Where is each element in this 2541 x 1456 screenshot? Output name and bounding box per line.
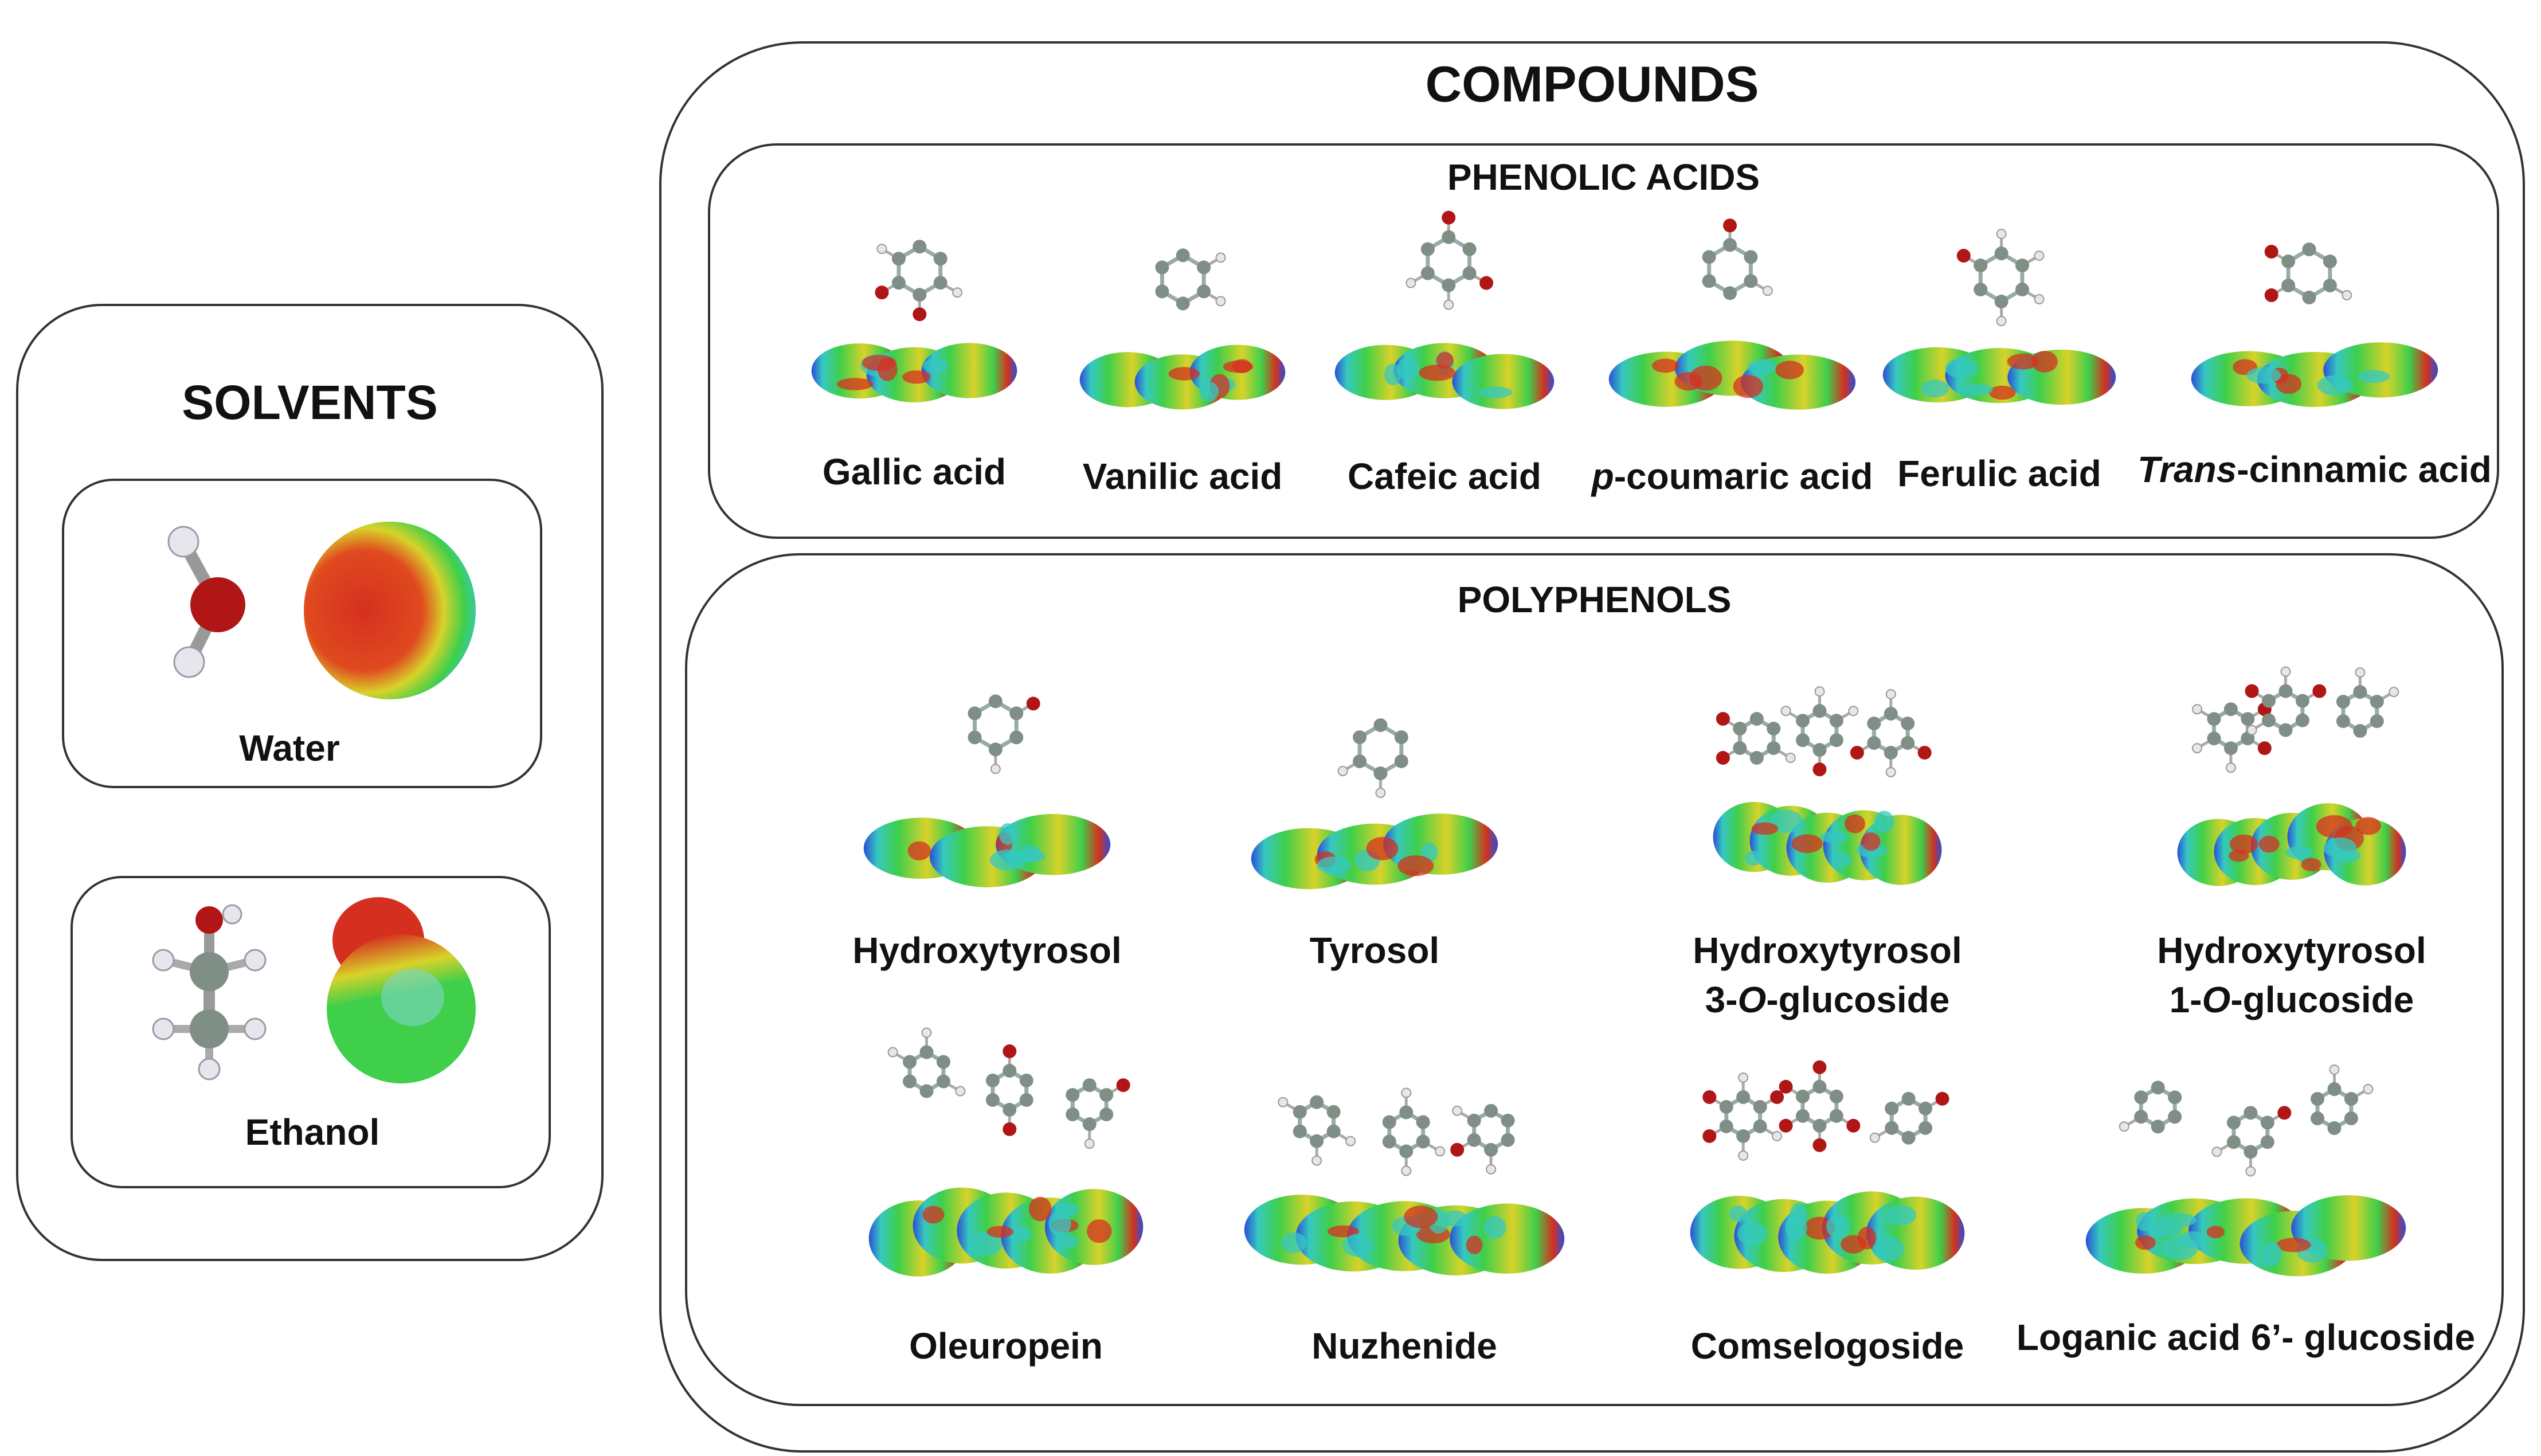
- comselogoside-figure: [1690, 1060, 1965, 1274]
- cafeic-acid-figure: [1334, 210, 1555, 409]
- oleuropein-figure: [868, 1027, 1144, 1277]
- phenolic-acids-panel: PHENOLIC ACIDS: [708, 143, 2499, 539]
- water-esp-surface: [304, 522, 476, 699]
- hydroxytyrosol-3-o-glucoside-figure: [1713, 686, 1942, 885]
- ferulic-acid-figure: [1882, 229, 2116, 405]
- compounds-title: COMPOUNDS: [1425, 56, 1759, 112]
- hydroxytyrosol-label: Hydroxytyrosol: [852, 930, 1122, 971]
- ethanol-esp-surface: [327, 897, 476, 1083]
- tyrosol-figure: [1251, 718, 1498, 890]
- ethanol-molecule-model: [152, 904, 267, 1081]
- trans-cinnamic-acid-figure: [2191, 242, 2438, 408]
- vanilic-acid-label: Vanilic acid: [1082, 456, 1283, 497]
- trans-cinnamic-acid-label: Trans-cinnamic acid: [2137, 449, 2492, 490]
- solvents-title: SOLVENTS: [182, 375, 438, 429]
- p-coumaric-acid-figure: [1608, 218, 1856, 410]
- cafeic-acid-label: Cafeic acid: [1348, 456, 1541, 497]
- nuzhenide-label: Nuzhenide: [1311, 1325, 1497, 1367]
- gallic-acid-figure: [811, 240, 1017, 402]
- hydroxytyrosol-figure: [863, 694, 1111, 887]
- tyrosol-label: Tyrosol: [1309, 930, 1440, 971]
- polyphenols-title: POLYPHENOLS: [1457, 579, 1732, 620]
- gallic-acid-label: Gallic acid: [822, 451, 1007, 492]
- ferulic-acid-label: Ferulic acid: [1897, 453, 2101, 494]
- nuzhenide-figure: [1244, 1087, 1565, 1275]
- vanilic-acid-figure: [1079, 248, 1286, 410]
- ethanol-label: Ethanol: [245, 1111, 380, 1153]
- water-molecule-model: [167, 526, 245, 678]
- comselogoside-label: Comselogoside: [1690, 1325, 1964, 1367]
- oleuropein-label: Oleuropein: [909, 1325, 1103, 1367]
- loganic-acid-6-glucoside-label: Loganic acid 6’- glucoside: [2016, 1317, 2476, 1358]
- phenolic-acids-title: PHENOLIC ACIDS: [1447, 156, 1760, 198]
- water-label: Water: [239, 727, 340, 769]
- loganic-acid-6-glucoside-figure: [2085, 1064, 2406, 1277]
- hydroxytyrosol-1-o-glucoside-figure: [2177, 666, 2406, 886]
- hydroxytyrosol-3-o-glucoside-label: Hydroxytyrosol 3-O-glucoside: [1693, 930, 1962, 1020]
- p-coumaric-acid-label: p-coumaric acid: [1591, 456, 1873, 497]
- hydroxytyrosol-1-o-glucoside-label: Hydroxytyrosol 1-O-glucoside: [2157, 930, 2426, 1020]
